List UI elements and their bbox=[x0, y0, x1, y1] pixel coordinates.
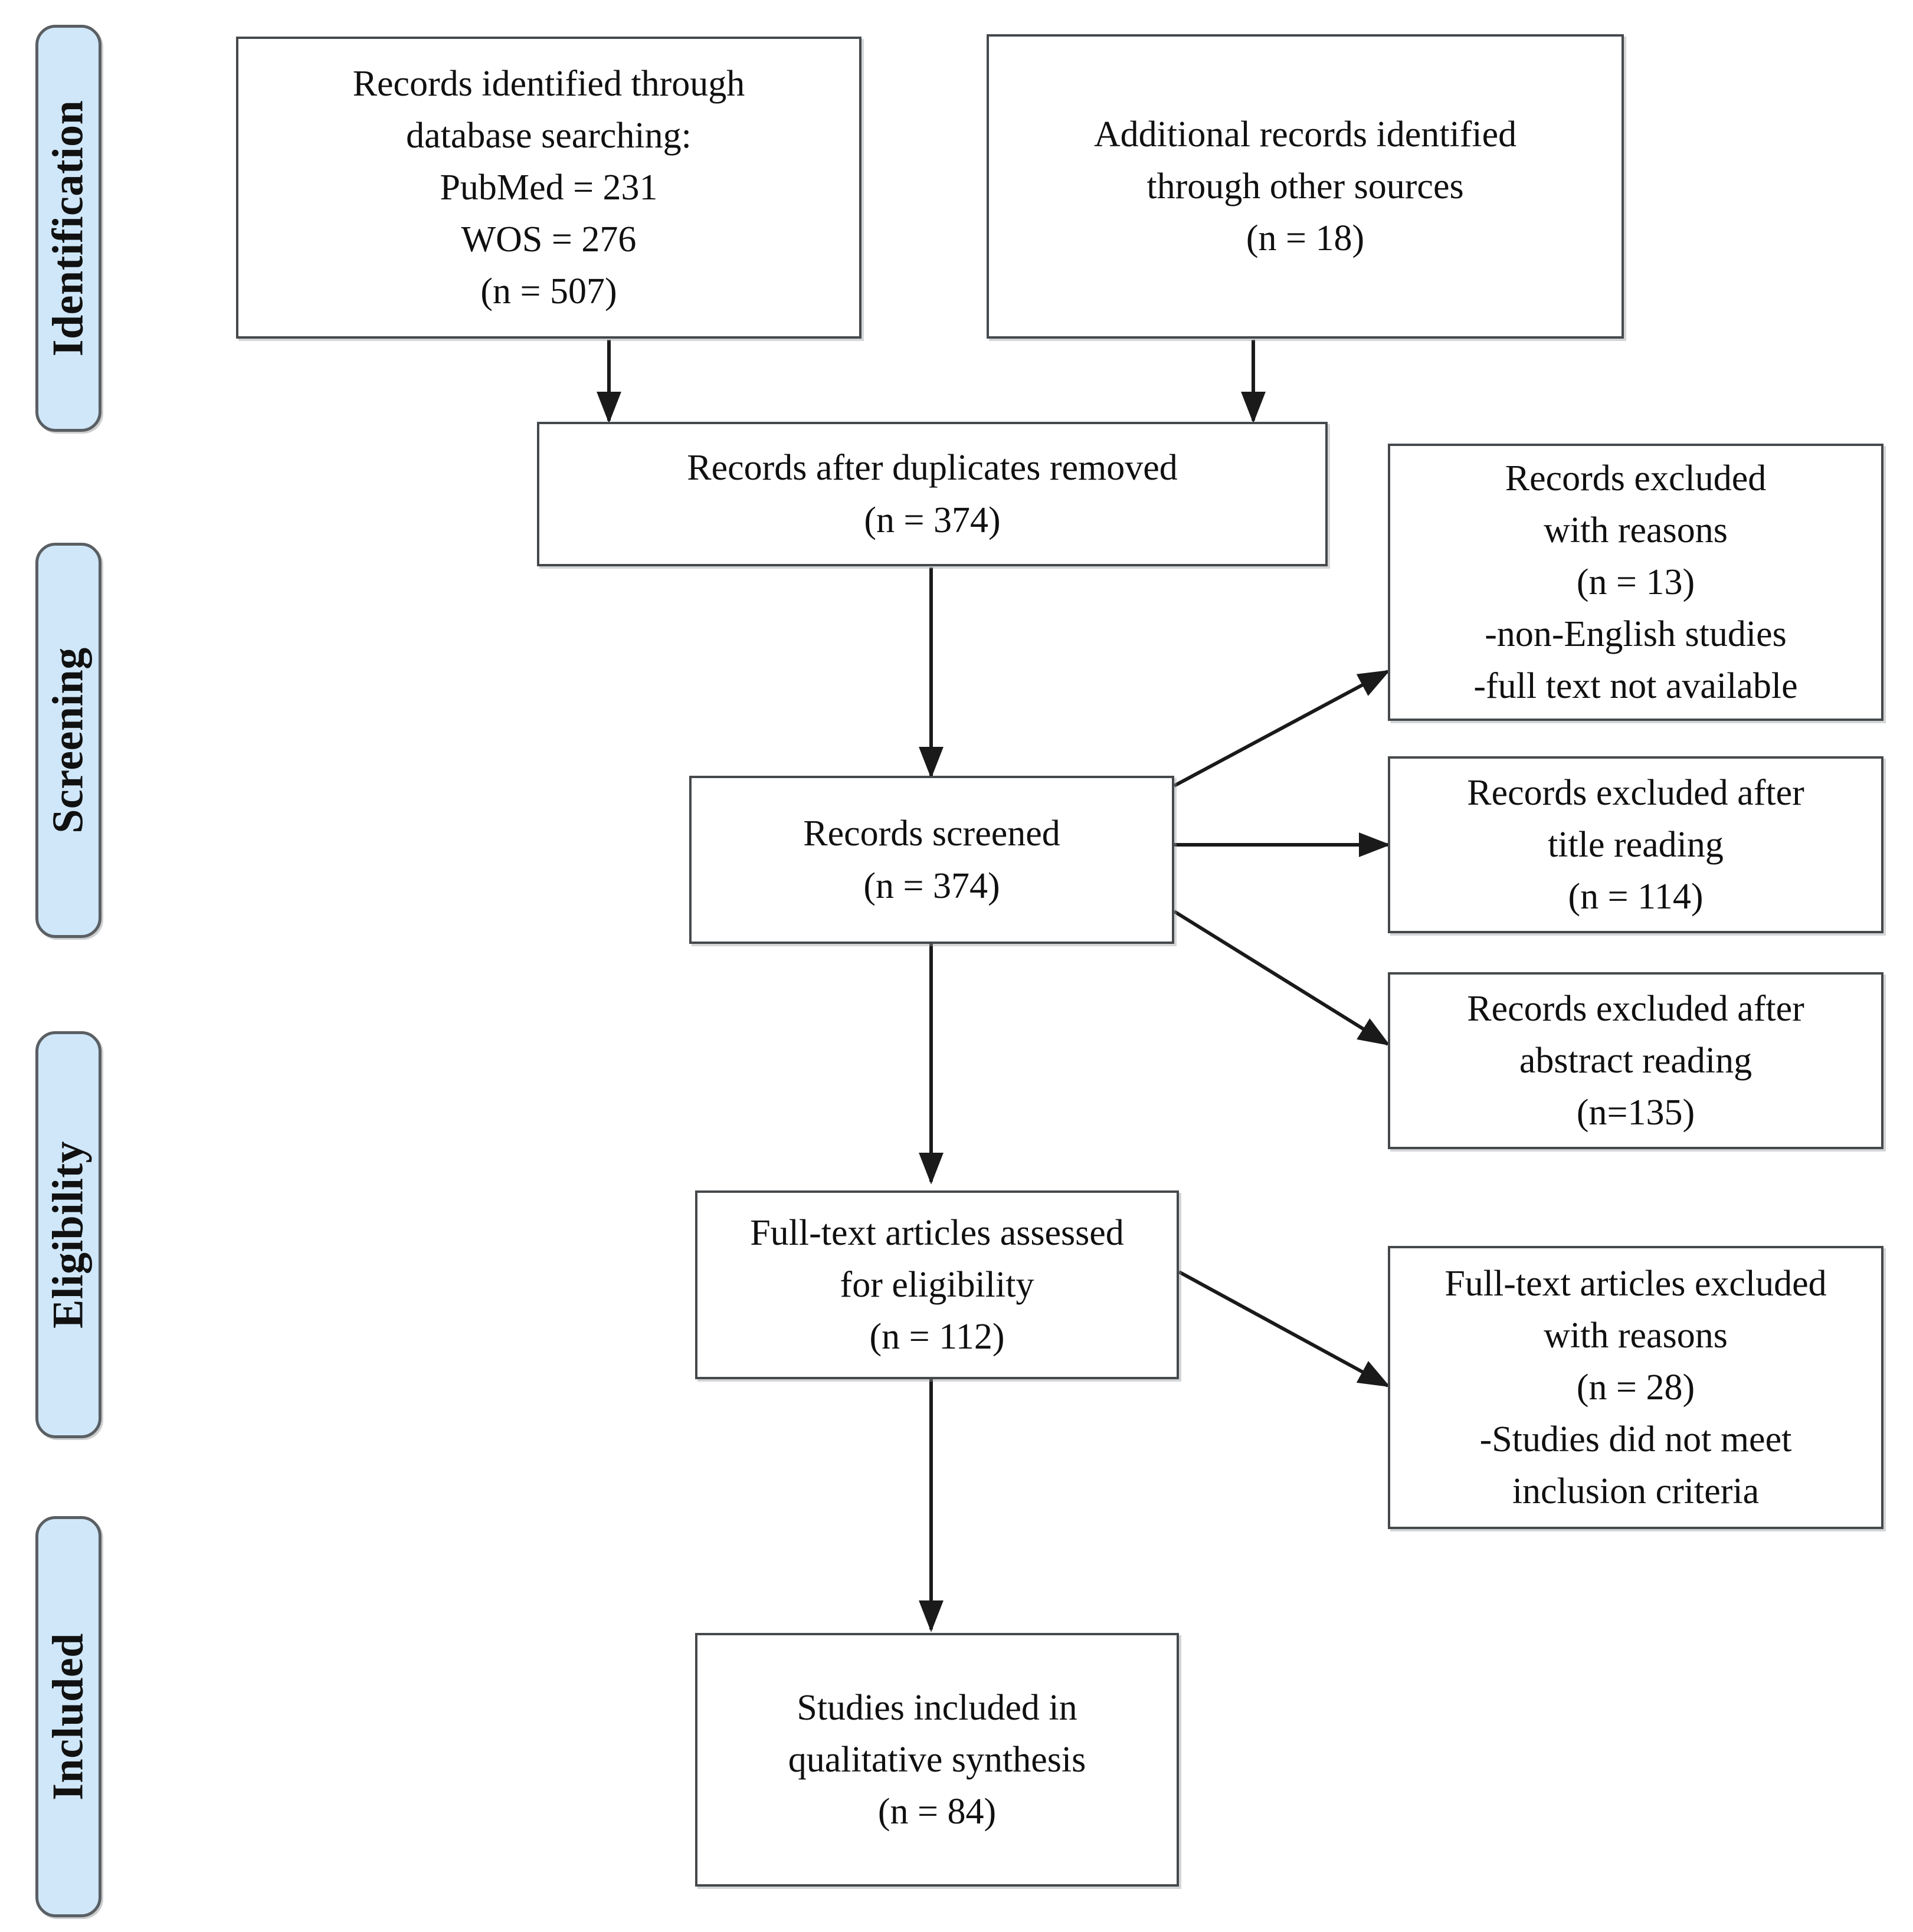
box-line: Records excluded after bbox=[1467, 988, 1804, 1029]
box-line: (n = 18) bbox=[1246, 218, 1365, 259]
box-line: Records after duplicates removed bbox=[687, 448, 1178, 488]
box-records-excluded-title: Records excluded after title reading (n … bbox=[1388, 756, 1883, 933]
stage-label-included: Included bbox=[44, 1633, 93, 1800]
box-line: qualitative synthesis bbox=[788, 1739, 1086, 1780]
box-line: -full text not available bbox=[1473, 666, 1798, 707]
box-line: Records excluded after bbox=[1467, 772, 1804, 813]
stage-label-screening: Screening bbox=[44, 647, 93, 834]
stage-pill-eligibility: Eligibility bbox=[35, 1031, 101, 1438]
box-records-screened: Records screened (n = 374) bbox=[689, 776, 1174, 944]
box-line: through other sources bbox=[1147, 166, 1464, 206]
box-fulltext-excluded: Full-text articles excluded with reasons… bbox=[1388, 1246, 1883, 1529]
box-line: (n = 84) bbox=[877, 1792, 997, 1832]
box-line: (n = 374) bbox=[864, 500, 1001, 540]
stage-pill-identification: Identification bbox=[35, 25, 101, 432]
box-line: -non-English studies bbox=[1485, 614, 1787, 655]
stage-pill-included: Included bbox=[35, 1516, 101, 1917]
box-studies-included: Studies included in qualitative synthesi… bbox=[695, 1633, 1179, 1887]
box-line: Records screened bbox=[803, 814, 1060, 854]
box-line: (n = 374) bbox=[863, 865, 1000, 906]
box-line: with reasons bbox=[1544, 510, 1728, 550]
box-line: Records excluded bbox=[1505, 458, 1767, 498]
box-line: database searching: bbox=[406, 115, 692, 156]
box-line: for eligibility bbox=[840, 1264, 1034, 1305]
box-records-identified-database: Records identified through database sear… bbox=[236, 37, 861, 339]
box-records-excluded-abstract: Records excluded after abstract reading … bbox=[1388, 972, 1883, 1149]
box-line: -Studies did not meet bbox=[1479, 1419, 1792, 1460]
arrow-screened-to-excluded-reasons bbox=[1173, 670, 1391, 788]
box-line: (n=135) bbox=[1576, 1093, 1695, 1133]
stage-pill-screening: Screening bbox=[35, 543, 101, 938]
box-line: Studies included in bbox=[797, 1687, 1077, 1728]
box-line: (n = 13) bbox=[1576, 562, 1695, 602]
arrow-screened-to-excluded-abstract bbox=[1173, 910, 1391, 1046]
box-records-after-duplicates: Records after duplicates removed (n = 37… bbox=[537, 422, 1328, 566]
box-line: (n = 28) bbox=[1576, 1367, 1695, 1408]
stage-label-eligibility: Eligibility bbox=[44, 1140, 93, 1329]
box-records-identified-other: Additional records identified through ot… bbox=[987, 34, 1624, 339]
box-line: Additional records identified bbox=[1093, 114, 1517, 155]
stage-label-identification: Identification bbox=[44, 100, 93, 357]
box-line: Records identified through bbox=[352, 63, 745, 104]
box-line: WOS = 276 bbox=[461, 219, 637, 260]
box-fulltext-assessed: Full-text articles assessed for eligibil… bbox=[695, 1190, 1179, 1379]
box-line: title reading bbox=[1548, 824, 1724, 865]
box-line: (n = 507) bbox=[480, 271, 617, 312]
box-line: inclusion criteria bbox=[1512, 1471, 1760, 1512]
box-records-excluded-with-reasons: Records excluded with reasons (n = 13) -… bbox=[1388, 444, 1883, 721]
box-line: with reasons bbox=[1544, 1315, 1728, 1356]
box-line: Full-text articles assessed bbox=[750, 1212, 1124, 1253]
arrow-fulltext-to-fulltext-excluded bbox=[1178, 1270, 1391, 1388]
box-line: (n = 112) bbox=[869, 1317, 1005, 1357]
box-line: Full-text articles excluded bbox=[1444, 1263, 1827, 1304]
box-line: abstract reading bbox=[1519, 1040, 1753, 1081]
box-line: (n = 114) bbox=[1568, 877, 1704, 917]
box-line: PubMed = 231 bbox=[440, 167, 658, 208]
